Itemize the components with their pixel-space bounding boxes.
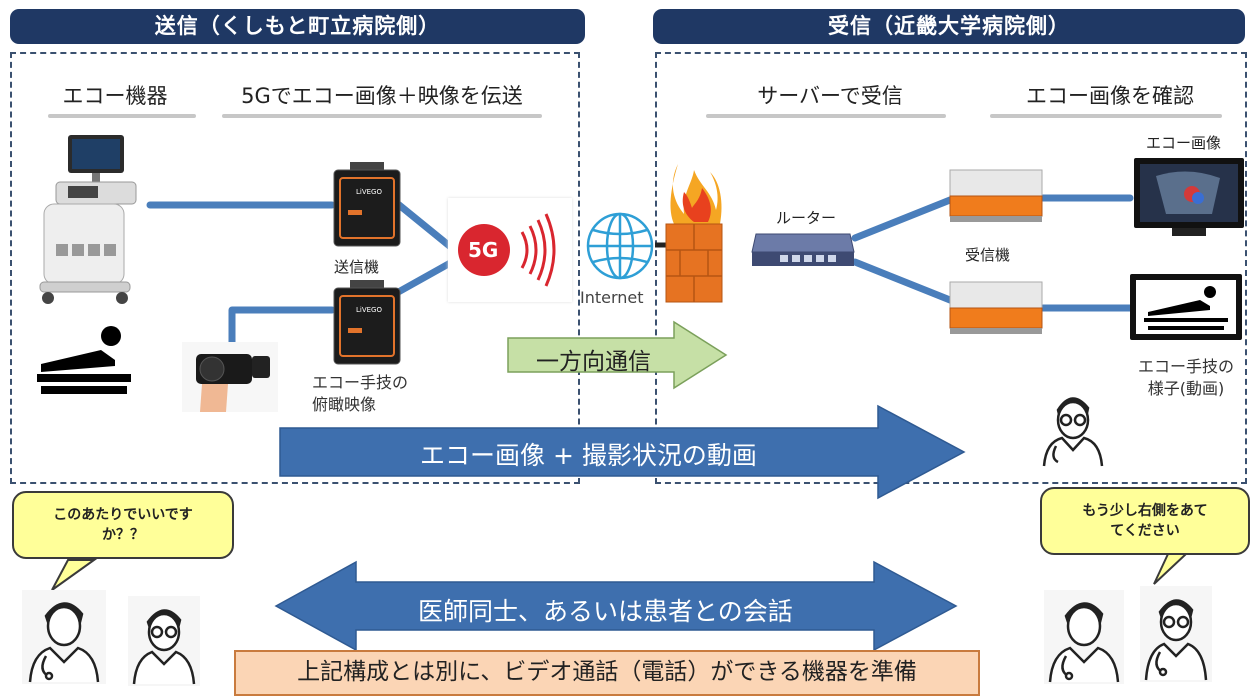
router-icon (751, 233, 855, 266)
link-transmitter-5g-top (389, 196, 456, 252)
echo-image-label: エコー画像 (1146, 134, 1222, 152)
monitor-icon (1134, 158, 1244, 236)
procedure-video-label-line2: 様子(動画) (1147, 379, 1225, 398)
echo-device-title: エコー機器 (62, 84, 168, 108)
transmitter-device-icon (333, 280, 401, 365)
bubble-right-tail (1153, 553, 1189, 585)
overhead-video-label-line2: 俯瞰映像 (312, 395, 377, 414)
ultrasound-machine-icon (39, 135, 137, 304)
doctor-icon (1140, 586, 1212, 682)
link-router-receiver-top (851, 196, 954, 242)
speech-bubble-right-text: もう少し右側をあててください (1082, 503, 1208, 539)
server-receive-underline (706, 114, 946, 118)
main-arrow-label: エコー画像 + 撮影状況の動画 (420, 441, 757, 470)
send-section-header: 送信（くしもと町立病院側） (10, 9, 585, 44)
conversation-arrow (274, 560, 958, 652)
fiveg-label: 5G (468, 238, 499, 262)
monitor-icon (1130, 274, 1242, 340)
doctor-icon (1044, 590, 1124, 684)
fiveg-box: 5G (448, 198, 572, 302)
bubble-left-tail (51, 559, 98, 591)
transmitter-device-top: LiVEGO (332, 162, 402, 248)
internet-label: Internet (580, 288, 644, 307)
one-way-arrow (507, 320, 728, 390)
doctor-icon (128, 596, 200, 686)
video-call-note: 上記構成とは別に、ビデオ通話（電話）ができる機器を準備 (234, 650, 980, 696)
firewall-icon (665, 164, 723, 303)
device-brand-label: LiVEGO (356, 306, 382, 314)
procedure-video-label: エコー手技の 様子(動画) (1138, 356, 1234, 400)
conversation-arrow-label: 医師同士、あるいは患者との会話 (418, 597, 793, 626)
transmit-title: 5Gでエコー画像＋映像を伝送 (241, 84, 523, 108)
link-transmitter-5g-bottom (389, 258, 456, 299)
server-receive-title: サーバーで受信 (757, 84, 903, 108)
receiver-server-icon (949, 169, 1043, 222)
camcorder-icon (182, 342, 278, 412)
procedure-video-label-line1: エコー手技の (1138, 357, 1235, 376)
globe-icon (586, 212, 654, 280)
patient-bed-icon (37, 326, 131, 394)
transmitter-device-bottom: LiVEGO (332, 280, 402, 366)
link-router-receiver-bottom (851, 258, 954, 304)
doctor-icon (22, 590, 106, 684)
doctor-icon (1042, 397, 1104, 467)
echo-device-underline (48, 114, 196, 118)
one-way-arrow-label: 一方向通信 (536, 349, 651, 375)
speech-bubble-left: このあたりでいいですか？？ (12, 491, 234, 559)
receive-panel (655, 52, 1247, 484)
speech-bubble-left-text: このあたりでいいですか？？ (53, 507, 193, 543)
receiver-label: 受信機 (965, 246, 1011, 264)
send-panel (10, 52, 580, 484)
receive-section-header: 受信（近畿大学病院側） (653, 9, 1245, 44)
overhead-video-label-line1: エコー手技の (312, 373, 409, 392)
fiveg-signal-icon (458, 213, 556, 287)
speech-bubble-right: もう少し右側をあててください (1040, 487, 1250, 555)
confirm-title: エコー画像を確認 (1026, 84, 1194, 108)
transmitter-label: 送信機 (334, 258, 380, 276)
transmitter-device-icon (333, 162, 401, 247)
overhead-video-label: エコー手技の 俯瞰映像 (312, 372, 408, 416)
receiver-server-icon (949, 281, 1043, 334)
confirm-underline (990, 114, 1222, 118)
transmit-underline (222, 114, 542, 118)
device-brand-label: LiVEGO (356, 188, 382, 196)
main-arrow (279, 404, 966, 500)
router-label: ルーター (776, 209, 837, 227)
